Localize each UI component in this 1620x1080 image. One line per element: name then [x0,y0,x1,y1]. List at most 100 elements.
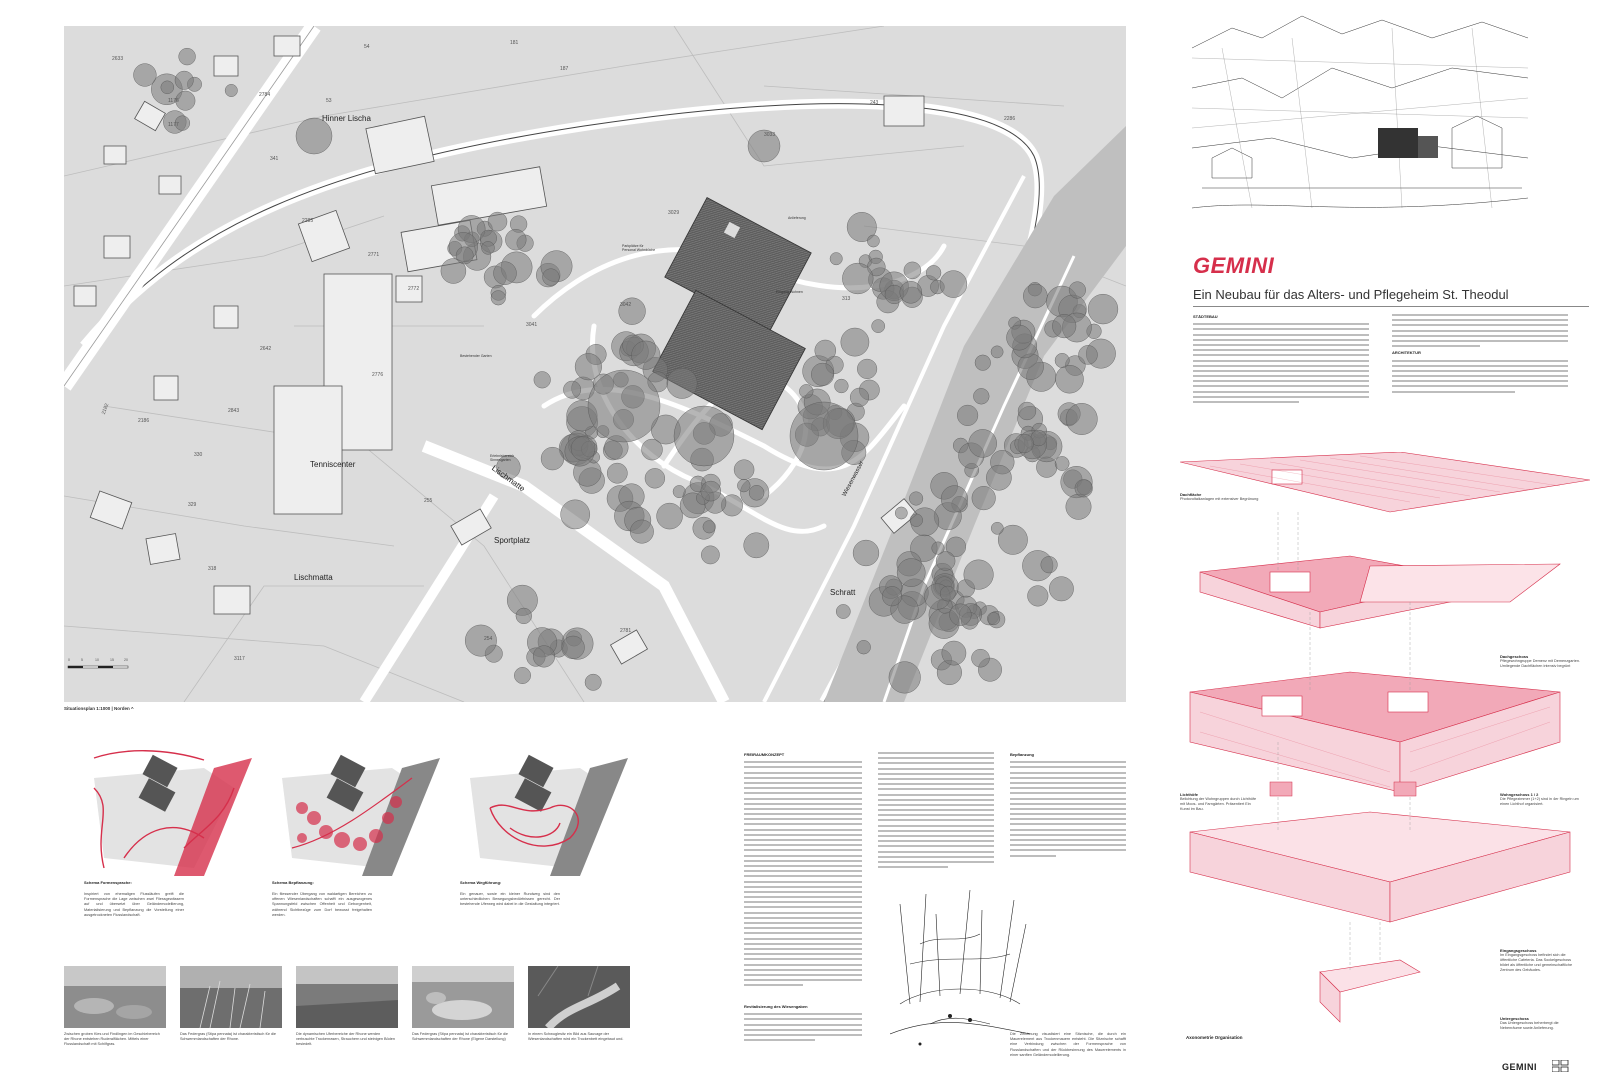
tree-canopy [644,468,665,489]
tree-canopy [440,258,467,284]
project-title: GEMINI [1193,253,1275,278]
tree-canopy [542,268,560,286]
parcel-2771: 2771 [368,252,380,258]
tree-canopy [1006,324,1032,351]
scale-bar [67,665,129,669]
tree-canopy [656,502,683,530]
tree-canopy [1017,401,1037,421]
tree-canopy [160,80,175,94]
tree-canopy [867,234,880,248]
parcel-3029: 3029 [668,210,680,216]
tree-canopy [971,486,996,511]
tree-canopy [455,246,474,265]
tree-canopy [672,485,686,498]
note-entrance: Eingang Wohnen [776,290,803,294]
tree-canopy [909,491,924,506]
tree-canopy [909,513,923,527]
tree-canopy [464,624,497,657]
tree-canopy [991,521,1004,535]
tree-canopy [968,429,997,458]
photo-stones [412,966,514,1028]
parcel-330: 330 [194,452,203,458]
tree-canopy [971,649,990,668]
tree-canopy [836,604,851,619]
scheme-planting-diagram [282,754,440,876]
tree-canopy [852,539,880,567]
tree-canopy [935,551,956,571]
tree-canopy [857,358,878,379]
scale-0: 0 [68,658,70,662]
tree-canopy [570,436,596,461]
tree-canopy [700,480,721,502]
tree-canopy [1054,456,1070,471]
axonometry-diagram [1180,452,1590,1023]
tree-canopy [888,661,921,694]
riparian-caption: Die Zeichnung visualisiert eine Sitznisc… [1010,1032,1126,1057]
tree-canopy [1065,403,1098,435]
tree-canopy [1068,281,1086,299]
tree-canopy [748,485,765,501]
label-lischmatta: Lischmatta [294,573,333,582]
parcel-2186: 2186 [138,418,150,424]
tree-canopy [811,362,835,386]
heading-bepflanzung: Bepflanzung [1010,752,1034,757]
tree-canopy [584,673,602,691]
tree-canopy [846,212,877,242]
tree-canopy [1065,493,1092,520]
tree-canopy [987,612,1001,626]
text-bepflanzung: Bepflanzung [1010,752,1126,860]
parcel-2633: 2633 [112,56,124,62]
tree-canopy [630,519,654,544]
parcel-54: 54 [364,44,370,50]
tree-canopy [925,265,942,281]
text-architektur: ARCHITEKTUR [1392,314,1568,396]
parcel-3042: 3042 [620,302,632,308]
tree-canopy [799,384,814,399]
photo-feather-grass-caption: Das Federgras (Stipa pennata) ist charak… [180,1032,277,1041]
tree-canopy [949,603,972,626]
tree-canopy [931,541,945,555]
tree-canopy [561,635,585,659]
parcel-255: 255 [424,498,433,504]
tree-canopy [856,640,871,655]
tree-canopy [940,585,956,602]
footer-logo: GEMINI [1502,1062,1538,1072]
tree-canopy [496,455,521,480]
tree-canopy [940,485,968,513]
tree-canopy [899,281,922,304]
parcel-3041: 3041 [526,322,538,328]
heading-architektur: ARCHITEKTUR [1392,350,1421,356]
project-subtitle: Ein Neubau für das Alters- und Pflegehei… [1193,287,1509,302]
tree-canopy [842,262,874,295]
label-sportplatz: Sportplatz [494,536,531,545]
text-column-2 [878,752,994,871]
tree-canopy [957,404,979,426]
tree-canopy [1074,479,1093,498]
tree-canopy [829,252,843,266]
tree-canopy [1014,433,1034,454]
large-tree-canopy [673,405,735,467]
photo-stones-caption: Das Federgras (Stipa pennata) ist charak… [412,1032,509,1041]
parcel-341: 341 [270,156,279,162]
riparian-sketch [890,889,1030,1046]
scheme-planting-text: Ein fliessender Übergang von waldartigen… [272,892,372,917]
scale-10: 10 [95,658,99,662]
tree-canopy [514,667,531,684]
tree-canopy [641,438,663,461]
tree-canopy [505,229,527,251]
tree-canopy [974,354,991,371]
photo-riverbank-caption: Die dynamischen Uferbereiche der Rhone w… [296,1032,395,1046]
photo-gravel [64,966,166,1028]
tree-canopy [1023,283,1048,309]
parcel-181: 181 [510,40,519,46]
tree-canopy [563,380,581,399]
parcel-3117: 3117 [234,656,245,662]
tree-canopy [1078,345,1098,365]
heading-staedtebau: STÄDTEBAU [1193,314,1218,319]
care-home-roof [652,197,812,431]
